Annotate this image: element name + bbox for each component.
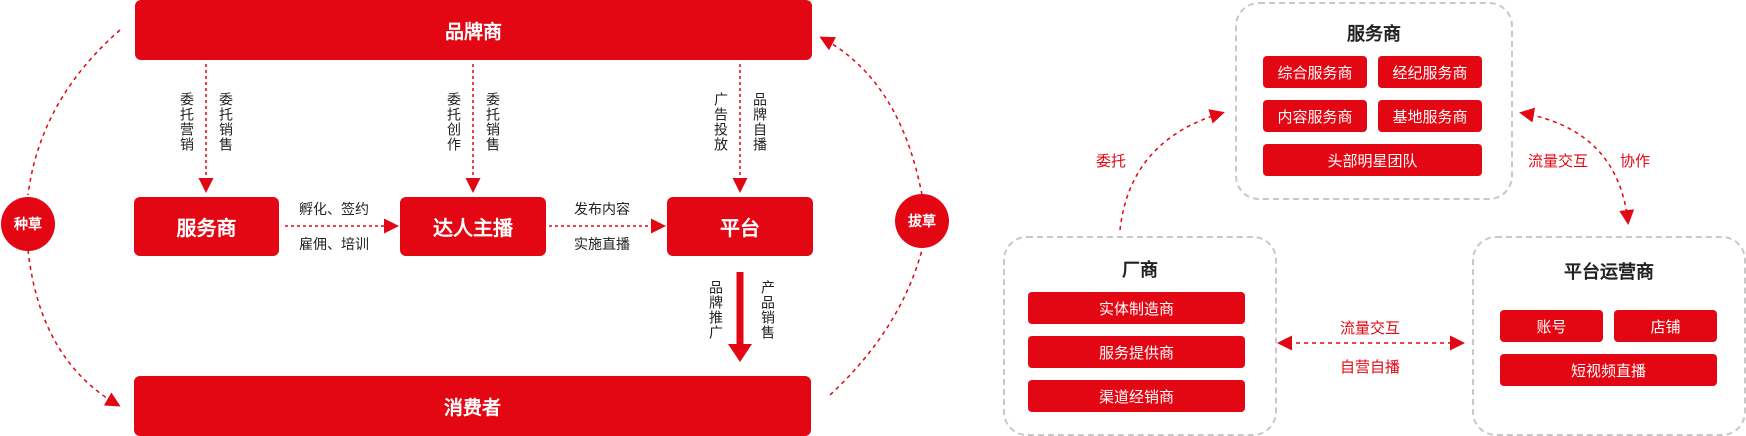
label-cooperate: 协作 xyxy=(1620,152,1651,170)
label-brand-talent-2: 委托销售 xyxy=(484,92,500,152)
entrust-arc xyxy=(1119,109,1225,231)
label-brand-service-1: 委托营销 xyxy=(178,92,194,152)
service-panel-title: 服务商 xyxy=(1347,24,1401,45)
maker-panel-title: 厂商 xyxy=(1122,260,1158,281)
label-brand-platform-1: 广告投放 xyxy=(712,92,728,152)
label-service-talent-top: 孵化、签约 xyxy=(299,202,369,218)
label-self-operate: 自营自播 xyxy=(1340,358,1401,376)
service-item-2: 经纪服务商 xyxy=(1378,56,1482,88)
label-platform-consumer-2: 产品销售 xyxy=(759,280,775,340)
arrow-platform-consumer-head xyxy=(728,344,752,362)
label-flow-interact-2: 流量交互 xyxy=(1340,319,1401,337)
label-talent-platform-bottom: 实施直播 xyxy=(574,237,630,253)
label-brand-service-2: 委托销售 xyxy=(217,92,233,152)
consumer-box: 消费者 xyxy=(134,376,811,436)
seed-arc-top xyxy=(27,29,121,196)
service-item-1: 综合服务商 xyxy=(1263,56,1367,88)
label-talent-platform-top: 发布内容 xyxy=(574,202,630,218)
seed-arc-bottom xyxy=(27,249,121,407)
maker-item-3: 渠道经销商 xyxy=(1028,380,1245,412)
platform-box: 平台 xyxy=(667,197,813,256)
service-box: 服务商 xyxy=(134,197,279,256)
pull-arc-bottom xyxy=(829,249,923,396)
platform-item-1: 账号 xyxy=(1500,310,1603,342)
platform-item-2: 店铺 xyxy=(1614,310,1717,342)
maker-item-2: 服务提供商 xyxy=(1028,336,1245,368)
label-brand-platform-2: 品牌自播 xyxy=(751,92,767,152)
service-item-4: 基地服务商 xyxy=(1378,100,1482,132)
label-flow-interact-1: 流量交互 xyxy=(1528,152,1589,170)
label-platform-consumer-1: 品牌推广 xyxy=(707,280,723,340)
platform-panel-title: 平台运营商 xyxy=(1564,262,1654,283)
platform-item-3: 短视频直播 xyxy=(1500,354,1717,386)
cooperate-arc xyxy=(1519,107,1635,225)
label-entrust: 委托 xyxy=(1096,152,1127,170)
label-service-talent-bottom: 雇佣、培训 xyxy=(299,237,369,253)
pull-circle: 拔草 xyxy=(895,194,949,248)
brand-box: 品牌商 xyxy=(135,0,812,60)
label-brand-talent-1: 委托创作 xyxy=(445,92,461,152)
maker-item-1: 实体制造商 xyxy=(1028,292,1245,324)
pull-arc-top xyxy=(819,36,923,196)
service-item-3: 内容服务商 xyxy=(1263,100,1367,132)
talent-box: 达人主播 xyxy=(400,197,546,256)
service-item-5: 头部明星团队 xyxy=(1263,144,1482,176)
seed-circle: 种草 xyxy=(1,197,55,251)
